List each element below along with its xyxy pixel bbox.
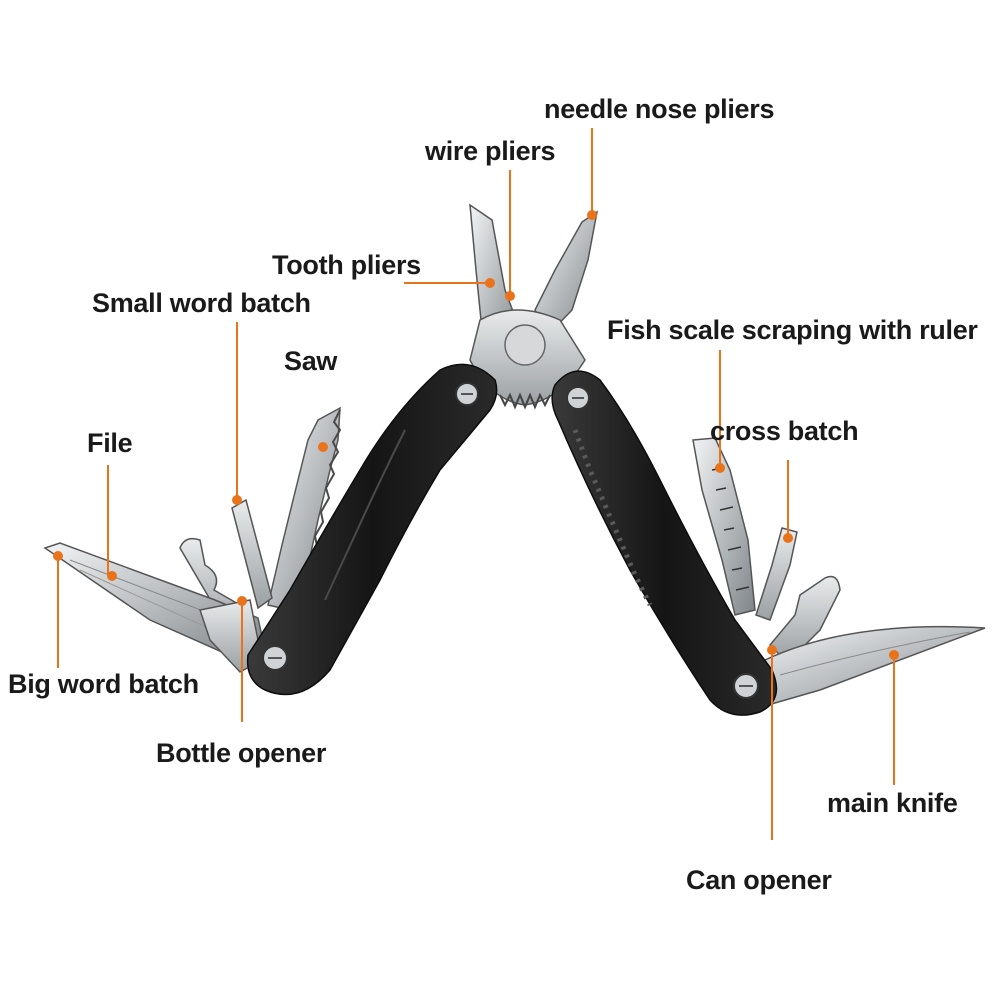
right-handle-body <box>551 370 778 716</box>
dot-small-word-batch <box>232 495 242 505</box>
label-fish-scale: Fish scale scraping with ruler <box>607 315 978 345</box>
dot-main-knife <box>889 650 899 660</box>
plier-spring <box>499 392 551 410</box>
label-needle-nose-pliers: needle nose pliers <box>544 94 775 124</box>
dot-wire-pliers <box>505 291 515 301</box>
can-opener-blade <box>768 575 841 661</box>
dot-saw <box>318 442 328 452</box>
label-bottle-opener: Bottle opener <box>156 738 327 768</box>
small-screwdriver-blade <box>231 498 273 610</box>
dot-big-word-batch <box>53 551 63 561</box>
label-saw: Saw <box>284 346 338 376</box>
dot-file <box>107 571 117 581</box>
left-handle-body <box>246 363 498 696</box>
label-small-word-batch: Small word batch <box>92 288 311 318</box>
label-wire-pliers: wire pliers <box>425 136 556 166</box>
dot-can-opener <box>767 645 777 655</box>
label-file: File <box>87 428 133 458</box>
pliers-jaws <box>469 203 599 410</box>
right-handle <box>551 370 778 716</box>
dot-bottle-opener <box>237 596 247 606</box>
dot-fish-scale <box>715 463 725 473</box>
phillips-screwdriver-blade <box>755 527 798 621</box>
right-handle-grip-dots <box>572 429 653 607</box>
label-main-knife: main knife <box>827 788 958 818</box>
left-handle <box>246 363 498 696</box>
label-leader-lines <box>53 128 899 840</box>
label-big-word-batch: Big word batch <box>8 669 199 699</box>
label-can-opener: Can opener <box>686 865 832 895</box>
dot-cross-batch <box>783 533 793 543</box>
label-tooth-pliers: Tooth pliers <box>272 250 421 280</box>
dot-needle-nose-pliers <box>587 210 597 220</box>
label-cross-batch: cross batch <box>710 416 859 446</box>
dot-tooth-pliers <box>485 278 495 288</box>
main-knife-blade <box>764 625 986 706</box>
